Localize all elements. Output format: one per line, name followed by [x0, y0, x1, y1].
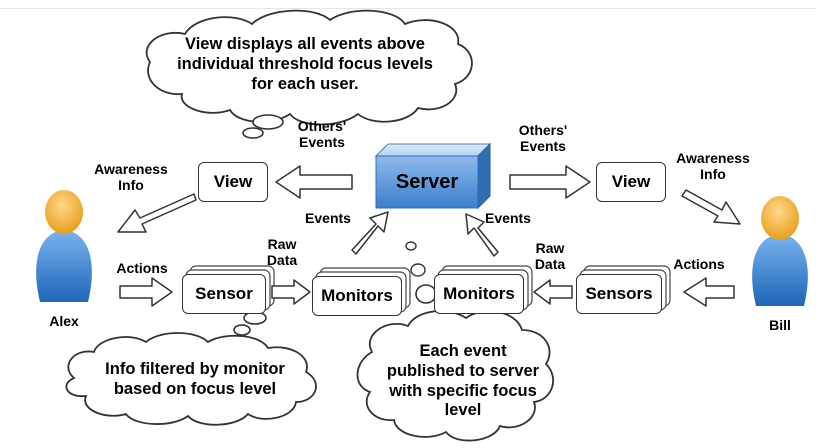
filter-note-cloud: [65, 311, 317, 426]
actions-right-label: Actions: [673, 256, 725, 272]
arrow-server-to-view-right: [509, 165, 591, 199]
arrow-alex-to-sensor: [119, 277, 173, 307]
server-node-shape: [374, 142, 492, 210]
server-label: Server: [395, 171, 459, 193]
arrow-view-to-alex: [117, 193, 197, 233]
arrow-view-to-bill: [681, 189, 741, 225]
raw-data-right-label: Raw Data: [534, 240, 566, 273]
others-events-right-label: Others' Events: [518, 122, 568, 155]
alex-avatar: [36, 190, 92, 302]
publish-note-line-1: Each event: [419, 342, 507, 360]
arrow-monitors-to-server-right: [465, 213, 499, 257]
view-right-box: View: [596, 162, 666, 202]
view-left-box: View: [198, 162, 268, 202]
arrow-server-to-view-left: [275, 165, 353, 199]
view-note-text: View displays all events above individua…: [160, 35, 450, 94]
arrow-sensor-to-monitors: [271, 279, 311, 305]
filter-note-text: Info filtered by monitor based on focus …: [80, 360, 310, 400]
user-bill-label: Bill: [769, 317, 791, 333]
awareness-left-label: Awareness Info: [94, 161, 168, 194]
top-divider: [0, 8, 816, 9]
filter-note-line-2: based on focus level: [113, 379, 277, 398]
events-right-label: Events: [485, 210, 531, 226]
flow-arrows: [117, 165, 741, 307]
view-note-line-3: for each user.: [251, 74, 359, 93]
events-left-label: Events: [305, 210, 351, 226]
publish-note-line-3: with specific focus: [389, 381, 537, 400]
publish-note-line-4: level: [444, 401, 482, 420]
arrow-sensors-to-monitors: [533, 279, 573, 305]
publish-note-cloud: [356, 241, 554, 442]
publish-note-text: Each event published to server with spec…: [378, 342, 548, 421]
monitors-right-box: Monitors: [434, 274, 524, 314]
others-events-left-label: Others' Events: [297, 118, 347, 151]
monitors-left-box: Monitors: [312, 276, 402, 316]
arrow-monitors-to-server-left: [351, 211, 389, 255]
view-note-line-1: View displays all events above: [185, 35, 425, 53]
view-note-line-2: individual threshold focus levels: [177, 54, 433, 73]
actions-left-label: Actions: [116, 260, 168, 276]
bill-avatar: [752, 196, 808, 306]
publish-note-line-2: published to server: [386, 361, 540, 380]
user-alex-label: Alex: [49, 313, 79, 329]
sensors-right-box: Sensors: [576, 274, 662, 314]
filter-note-line-1: Info filtered by monitor: [105, 360, 285, 378]
sensor-left-box: Sensor: [182, 274, 266, 314]
awareness-right-label: Awareness Info: [676, 150, 750, 183]
view-note-cloud: [145, 9, 473, 139]
raw-data-left-label: Raw Data: [266, 236, 298, 269]
arrow-bill-to-sensors: [683, 277, 735, 307]
